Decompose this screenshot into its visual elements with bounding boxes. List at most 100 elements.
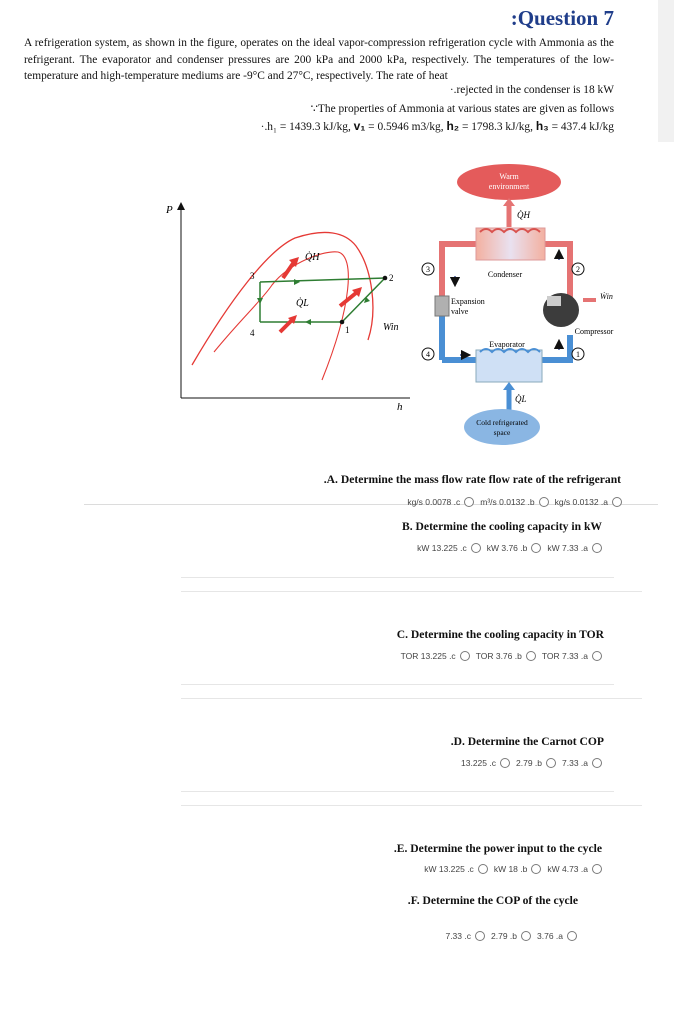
h2-label: h₂ bbox=[446, 119, 460, 133]
condenser-label: Condenser bbox=[488, 270, 523, 279]
ph-qh-label: Q̇H bbox=[305, 251, 320, 263]
part-c-options: TOR 13.225 .c TOR 3.76 .b TOR 7.33 .a bbox=[395, 651, 602, 661]
h2-value: = 1798.3 kJ/kg, bbox=[461, 121, 533, 133]
part-b-option-b[interactable]: kW 3.76 .b bbox=[487, 543, 542, 553]
properties-line: ·.h₁ = 1439.3 kJ/kg, v₁ = 0.5946 m3/kg, … bbox=[261, 119, 614, 133]
part-e-question: .E. Determine the power input to the cyc… bbox=[393, 842, 602, 855]
h3-value: = 437.4 kJ/kg bbox=[551, 121, 614, 133]
condenser-coil bbox=[475, 227, 546, 261]
radio-button[interactable] bbox=[531, 543, 542, 553]
divider-d2 bbox=[181, 805, 642, 806]
radio-button[interactable] bbox=[538, 497, 549, 507]
part-a-options: kg/s 0.0078 .c m³/s 0.0132 .b kg/s 0.013… bbox=[401, 497, 622, 507]
part-f-options: 7.33 .c 2.79 .b 3.76 .a bbox=[439, 931, 577, 941]
part-f-question: .F. Determine the COP of the cycle bbox=[407, 894, 578, 907]
part-e-options: kW 13.225 .c kW 18 .b kW 4.73 .a bbox=[418, 864, 602, 874]
radio-button[interactable] bbox=[567, 931, 577, 941]
part-d-option-b[interactable]: 2.79 .b bbox=[516, 758, 556, 768]
divider-c2 bbox=[181, 698, 642, 699]
divider-d1 bbox=[181, 791, 614, 792]
expansion-label-2: valve bbox=[451, 307, 469, 316]
axis-h-label: h bbox=[397, 401, 403, 413]
radio-button[interactable] bbox=[546, 758, 556, 768]
expansion-valve bbox=[434, 295, 450, 317]
part-c-question: C. Determine the cooling capacity in TOR bbox=[396, 628, 604, 641]
compressor-label: Compressor bbox=[575, 327, 614, 336]
system-schematic: Warm environment Q̇H Condenser Evaporato… bbox=[421, 164, 614, 445]
scrollbar-track[interactable] bbox=[658, 0, 674, 142]
evaporator-label: Evaporator bbox=[489, 340, 525, 349]
part-d-option-c[interactable]: 13.225 .c bbox=[461, 758, 510, 768]
evaporator-coil bbox=[475, 349, 543, 383]
part-c-option-c[interactable]: TOR 13.225 .c bbox=[401, 651, 470, 661]
part-e-option-b[interactable]: kW 18 .b bbox=[494, 864, 542, 874]
radio-button[interactable] bbox=[459, 651, 470, 661]
point-3: 3 bbox=[250, 271, 255, 281]
part-a-option-c[interactable]: kg/s 0.0078 .c bbox=[407, 497, 475, 507]
part-c-option-a[interactable]: TOR 7.33 .a bbox=[542, 651, 602, 661]
part-a-option-b[interactable]: m³/s 0.0132 .b bbox=[480, 497, 549, 507]
part-d-option-a[interactable]: 7.33 .a bbox=[562, 758, 602, 768]
isotherm-high bbox=[213, 251, 349, 381]
radio-button[interactable] bbox=[521, 931, 531, 941]
part-a-question: .A. Determine the mass flow rate flow ra… bbox=[323, 473, 621, 486]
part-f-option-c[interactable]: 7.33 .c bbox=[445, 931, 485, 941]
warm-label-2: environment bbox=[489, 182, 530, 191]
part-b-option-c[interactable]: kW 13.225 .c bbox=[417, 543, 481, 553]
radio-button[interactable] bbox=[500, 758, 510, 768]
radio-button[interactable] bbox=[475, 931, 485, 941]
saturation-dome bbox=[191, 231, 374, 366]
radio-button[interactable] bbox=[531, 864, 542, 874]
warm-environment bbox=[457, 164, 561, 200]
cold-space bbox=[464, 409, 540, 445]
divider-a bbox=[84, 504, 658, 505]
radio-button[interactable] bbox=[592, 651, 602, 661]
radio-button[interactable] bbox=[470, 543, 481, 553]
radio-button[interactable] bbox=[592, 864, 602, 874]
question-paragraph-end: ·.rejected in the condenser is 18 kW bbox=[449, 84, 614, 96]
state-3: 3 bbox=[426, 265, 430, 274]
part-c-option-b[interactable]: TOR 3.76 .b bbox=[476, 651, 536, 661]
part-d-question: .D. Determine the Carnot COP bbox=[450, 735, 604, 748]
sys-qh-label: Q̇H bbox=[517, 210, 530, 220]
question-title: :Question 7 bbox=[510, 6, 614, 30]
ph-ql-label: Q̇L bbox=[296, 297, 309, 309]
properties-intro: ∵The properties of Ammonia at various st… bbox=[310, 103, 614, 115]
warm-label-1: Warm bbox=[499, 172, 519, 181]
h3-label: h₃ bbox=[535, 119, 549, 133]
h1-value: = 1439.3 kJ/kg, bbox=[279, 121, 351, 133]
question-paragraph: A refrigeration system, as shown in the … bbox=[24, 37, 614, 82]
ph-diagram: P h 3 2 4 1 Q̇H Q̇L Win bbox=[165, 202, 410, 413]
part-f-option-a[interactable]: 3.76 .a bbox=[537, 931, 577, 941]
part-b-option-a[interactable]: kW 7.33 .a bbox=[547, 543, 602, 553]
sys-ql-label: Q̇L bbox=[515, 394, 527, 404]
h1-label: ·.h₁ bbox=[260, 121, 277, 133]
part-f-option-b[interactable]: 2.79 .b bbox=[491, 931, 531, 941]
cold-label-1: Cold refrigerated bbox=[476, 418, 528, 427]
part-a-option-a[interactable]: kg/s 0.0132 .a bbox=[555, 497, 622, 507]
point-2: 2 bbox=[389, 273, 394, 283]
part-e-option-a[interactable]: kW 4.73 .a bbox=[547, 864, 602, 874]
expansion-label-1: Expansion bbox=[451, 297, 485, 306]
divider-b1 bbox=[181, 577, 614, 578]
radio-button[interactable] bbox=[592, 543, 602, 553]
refrigeration-figure: P h 3 2 4 1 Q̇H Q̇L Win bbox=[165, 164, 614, 445]
cold-label-2: space bbox=[494, 428, 511, 437]
part-d-options: 13.225 .c 2.79 .b 7.33 .a bbox=[455, 758, 602, 768]
radio-button[interactable] bbox=[592, 758, 602, 768]
part-e-option-c[interactable]: kW 13.225 .c bbox=[424, 864, 488, 874]
v1-label: v₁ bbox=[353, 119, 366, 133]
radio-button[interactable] bbox=[612, 497, 622, 507]
state-1: 1 bbox=[576, 350, 580, 359]
point-1: 1 bbox=[345, 325, 350, 335]
part-b-options: kW 13.225 .c kW 3.76 .b kW 7.33 .a bbox=[411, 543, 602, 553]
point-4: 4 bbox=[250, 328, 255, 338]
radio-button[interactable] bbox=[464, 497, 475, 507]
radio-button[interactable] bbox=[525, 651, 536, 661]
axis-p-label: P bbox=[165, 204, 173, 216]
sys-win-label: Ẇin bbox=[600, 292, 613, 301]
v1-value: = 0.5946 m3/kg, bbox=[368, 121, 444, 133]
ph-win-label: Win bbox=[383, 322, 399, 333]
radio-button[interactable] bbox=[477, 864, 488, 874]
state-4: 4 bbox=[426, 350, 430, 359]
